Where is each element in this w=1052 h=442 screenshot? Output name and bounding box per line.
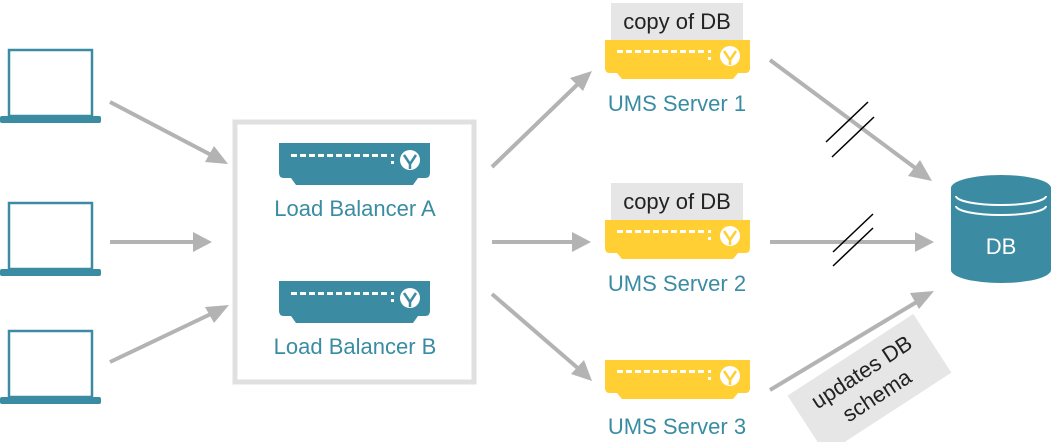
server-3-label: UMS Server 3	[608, 414, 746, 439]
load-balancer-a-label: Load Balancer A	[274, 196, 436, 221]
arrow-lb-to-server3	[490, 292, 592, 381]
laptop-icon	[0, 329, 101, 404]
arrow-laptop3-to-lb	[109, 305, 229, 364]
load-balancer-b-label: Load Balancer B	[274, 334, 437, 359]
db-copy-tag: copy of DB	[623, 189, 731, 214]
schema-update-annotation: updates DB schema	[787, 313, 952, 442]
arrow-laptop1-to-lb	[109, 100, 228, 164]
db-copy-tag: copy of DB	[623, 9, 731, 34]
database-icon	[951, 175, 1051, 283]
arrow-lb-to-server1	[490, 71, 592, 169]
arrow-server3-to-db	[768, 291, 934, 392]
laptop-icon	[0, 201, 101, 276]
arrow-server2-to-db	[770, 232, 934, 252]
laptop-icon	[0, 48, 101, 123]
blocked-connection-mark	[825, 101, 875, 158]
server-1-label: UMS Server 1	[608, 91, 746, 116]
server-icon	[605, 360, 750, 399]
db-copy-tag-bg	[611, 183, 743, 220]
server-2-label: UMS Server 2	[608, 271, 746, 296]
server-icon	[605, 40, 750, 79]
blocked-connection-mark	[832, 213, 874, 267]
load-balancer-icon	[279, 143, 430, 185]
server-icon	[605, 220, 750, 259]
arrow-server1-to-db	[768, 58, 932, 181]
arrow-laptop2-to-lb	[110, 232, 212, 252]
arrow-lb-to-server2	[492, 232, 591, 252]
load-balancer-group	[232, 119, 477, 385]
load-balancer-icon	[279, 281, 430, 323]
db-copy-tag-bg	[611, 3, 743, 40]
database-label: DB	[986, 234, 1017, 259]
